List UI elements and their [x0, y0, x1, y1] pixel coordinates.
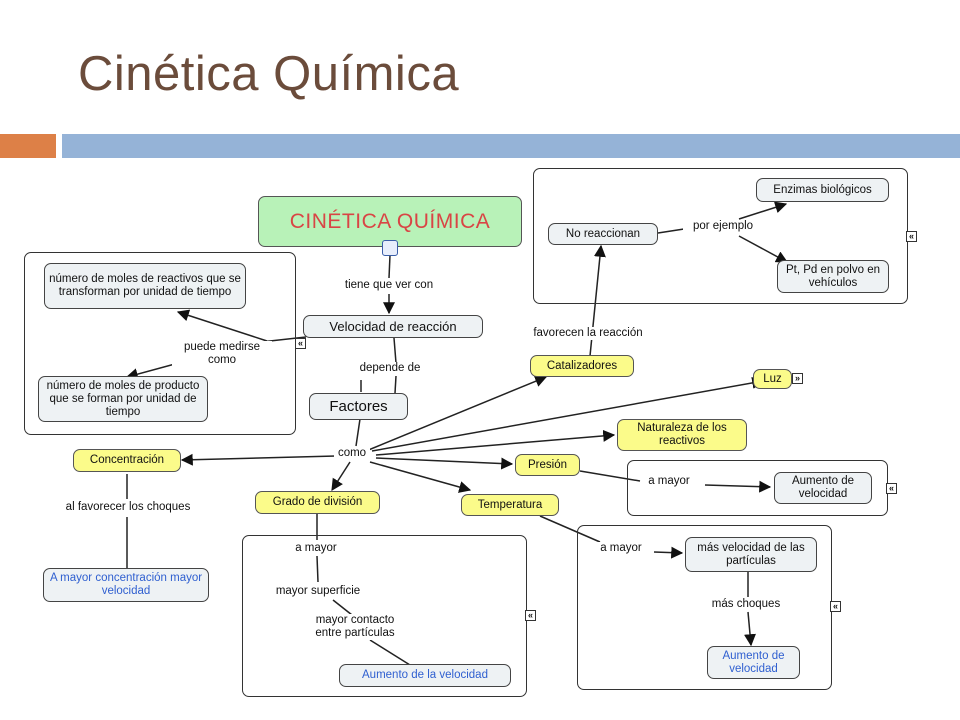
concept-cinetica-quimica[interactable]: CINÉTICA QUÍMICA [258, 196, 522, 247]
concept-presion[interactable]: Presión [515, 454, 580, 476]
link-tiene-que-ver: tiene que ver con [331, 279, 447, 292]
link-mayor-superficie: mayor superficie [262, 585, 374, 598]
link-puede-medirse: puede medirse como [172, 341, 272, 367]
line-factores-to-como-label [355, 418, 361, 447]
arrow-to-aumento-temperatura [744, 611, 756, 647]
concept-factores[interactable]: Factores [309, 393, 408, 420]
concept-concentracion[interactable]: Concentración [73, 449, 181, 472]
accent-bar-orange [0, 134, 56, 158]
line-presion-to-amayor [579, 470, 641, 482]
concept-concentracion-result[interactable]: A mayor concentración mayor velocidad [43, 568, 209, 602]
arrow-to-pt-pd [738, 235, 789, 263]
link-mas-choques: más choques [704, 598, 788, 611]
concept-grado-division[interactable]: Grado de división [255, 491, 380, 514]
double-chevron-icon[interactable]: « [525, 610, 536, 621]
arrow-to-naturaleza [375, 429, 616, 456]
concept-luz[interactable]: Luz [753, 369, 792, 389]
concept-catalizadores[interactable]: Catalizadores [530, 355, 634, 377]
link-a-mayor-temperatura: a mayor [592, 542, 650, 555]
double-chevron-icon[interactable]: » [792, 373, 803, 384]
concept-velocidad-reaccion[interactable]: Velocidad de reacción [303, 315, 483, 338]
link-como: como [334, 447, 370, 460]
concept-pt-pd[interactable]: Pt, Pd en polvo en vehículos [777, 260, 889, 293]
arrow-to-luz [371, 376, 765, 452]
concept-aumento-division[interactable]: Aumento de la velocidad [339, 664, 511, 687]
arrow-to-concentracion [180, 453, 337, 466]
arrow-to-catalizadores [365, 375, 548, 452]
concept-aumento-presion[interactable]: Aumento de velocidad [774, 472, 872, 504]
double-chevron-icon[interactable]: « [906, 231, 917, 242]
line-depende-to-factores [394, 375, 397, 394]
concept-aumento-temperatura[interactable]: Aumento de velocidad [707, 646, 800, 679]
line-velocidad-to-depende [393, 337, 397, 364]
double-chevron-icon[interactable]: « [295, 338, 306, 349]
link-mayor-contacto: mayor contacto entre partículas [312, 614, 398, 640]
line-amayor-to-superficie [316, 555, 319, 583]
concept-enzimas[interactable]: Enzimas biológicos [756, 178, 889, 202]
slide-title: Cinética Química [78, 47, 460, 101]
concept-no-reaccionan[interactable]: No reaccionan [548, 223, 658, 245]
concept-tree-icon[interactable] [382, 240, 398, 256]
link-favorecen: favorecen la reacción [519, 327, 657, 340]
concept-naturaleza[interactable]: Naturaleza de los reactivos [617, 419, 747, 451]
line-no-reaccionan-to-ejemplo [657, 228, 685, 234]
accent-bar-blue [62, 134, 960, 158]
arrow-to-enzimas [738, 201, 788, 220]
arrow-to-mas-velocidad [653, 546, 684, 559]
concept-mas-velocidad[interactable]: más velocidad de las partículas [685, 537, 817, 572]
arrow-to-moles-reactivos [176, 309, 268, 342]
line-main-to-tiene [388, 254, 391, 279]
double-chevron-icon[interactable]: « [886, 483, 897, 494]
link-a-mayor-division: a mayor [287, 542, 345, 555]
concept-moles-reactivos[interactable]: número de moles de reactivos que se tran… [44, 263, 246, 309]
concept-moles-producto[interactable]: número de moles de producto que se forma… [38, 376, 208, 422]
line-superficie-to-contacto [332, 599, 353, 616]
link-por-ejemplo: por ejemplo [683, 220, 763, 233]
link-al-favorecer: al favorecer los choques [50, 501, 206, 514]
arrow-to-temperatura [369, 461, 472, 493]
double-chevron-icon[interactable]: « [830, 601, 841, 612]
link-depende-de: depende de [349, 362, 431, 375]
arrow-to-grado [331, 461, 351, 492]
concept-temperatura[interactable]: Temperatura [461, 494, 559, 516]
link-a-mayor-presion: a mayor [641, 475, 697, 488]
arrow-to-presion [375, 457, 514, 470]
line-temperatura-to-amayor [539, 515, 601, 543]
arrow-to-aumento-presion [704, 480, 772, 493]
line-contacto-to-aumento [369, 639, 411, 666]
